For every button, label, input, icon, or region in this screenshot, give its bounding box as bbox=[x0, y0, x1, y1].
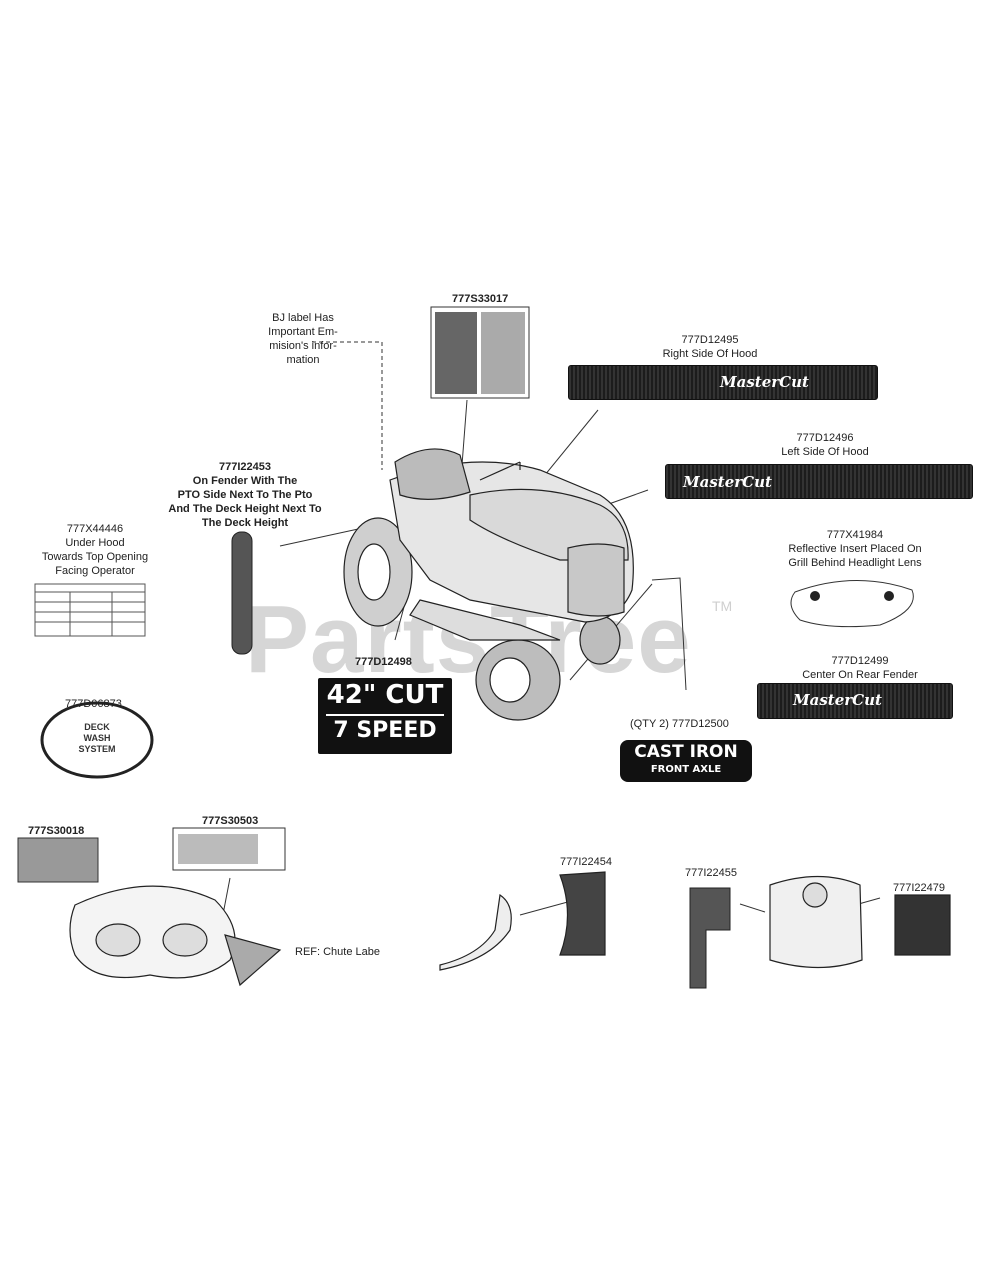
pn-777X44446: 777X44446 bbox=[66, 523, 124, 535]
fender-line-2: PTO Side Next To The Pto bbox=[177, 489, 313, 501]
fender-line-1: On Fender With The bbox=[192, 475, 298, 487]
engine-art bbox=[769, 875, 951, 969]
caption-777D12499: 777D12499 Center On Rear Fender bbox=[800, 654, 920, 682]
underhood-line-1: Under Hood bbox=[65, 537, 125, 549]
note-right-side-hood: Right Side Of Hood bbox=[662, 348, 758, 360]
reflective-line-2: Grill Behind Headlight Lens bbox=[788, 557, 922, 569]
leader-bj-label bbox=[312, 341, 383, 470]
pn-777D12499: 777D12499 bbox=[831, 655, 889, 667]
part-777I22479: 777I22479 bbox=[893, 882, 945, 894]
bj-line-2: Important Em- bbox=[268, 326, 338, 338]
leader-777S33017 bbox=[461, 399, 468, 466]
underhood-line-3: Facing Operator bbox=[55, 565, 135, 577]
decal-cast-iron: CAST IRON bbox=[634, 742, 738, 762]
pn-777X41984: 777X41984 bbox=[826, 529, 884, 541]
decal-777D12496 bbox=[665, 464, 973, 499]
note-rear-fender: Center On Rear Fender bbox=[802, 669, 918, 681]
caption-777X44446: 777X44446 Under Hood Towards Top Opening… bbox=[30, 522, 160, 578]
watermark-tm: TM bbox=[712, 598, 733, 614]
leader-777I22455 bbox=[739, 903, 766, 913]
part-777D12500: (QTY 2) 777D12500 bbox=[630, 718, 729, 730]
label-777S30503-inner bbox=[178, 834, 258, 864]
part-777S33017: 777S33017 bbox=[452, 293, 509, 305]
deck-wash-line-3: SYSTEM bbox=[78, 744, 116, 754]
pn-777I22453: 777I22453 bbox=[219, 461, 271, 473]
decal-777D12496-logo: MasterCut bbox=[683, 473, 772, 491]
part-777I22455: 777I22455 bbox=[685, 867, 737, 879]
leader-777D12500 bbox=[651, 577, 687, 691]
fender-line-4: The Deck Height bbox=[201, 517, 289, 529]
part-777I22454: 777I22454 bbox=[560, 856, 612, 868]
deck-wash-line-1: DECK bbox=[84, 722, 110, 732]
label-777I22455-art bbox=[689, 887, 731, 989]
part-777D06873: 777D06873 bbox=[65, 698, 122, 710]
decal-front-axle: FRONT AXLE bbox=[650, 764, 722, 775]
caption-777I22453: 777I22453 On Fender With The PTO Side Ne… bbox=[160, 460, 330, 530]
decal-777D06873-text: DECK WASH SYSTEM bbox=[65, 722, 129, 755]
part-777D12498: 777D12498 bbox=[355, 656, 412, 668]
label-777I22453-art bbox=[231, 531, 253, 655]
bj-line-3: mision's infor- bbox=[269, 340, 337, 352]
bj-line-4: mation bbox=[286, 354, 320, 366]
deck-wash-line-2: WASH bbox=[83, 733, 111, 743]
note-left-side-hood: Left Side Of Hood bbox=[781, 446, 869, 458]
reflective-line-1: Reflective Insert Placed On bbox=[788, 543, 922, 555]
underhood-line-2: Towards Top Opening bbox=[41, 551, 149, 563]
label-777S33017-art bbox=[430, 306, 530, 399]
decal-777D12500: CAST IRON FRONT AXLE bbox=[620, 740, 752, 782]
decal-42-cut: 42" CUT bbox=[326, 680, 444, 710]
leader-777I22454 bbox=[519, 899, 576, 916]
leader-777D12496 bbox=[605, 489, 649, 506]
decal-777D12498: 42" CUT 7 SPEED bbox=[318, 678, 452, 754]
label-777I22454-art bbox=[439, 871, 606, 971]
pn-777D12496: 777D12496 bbox=[796, 432, 854, 444]
label-777X41984-art bbox=[790, 580, 914, 628]
part-777S30018: 777S30018 bbox=[28, 825, 85, 837]
label-777S30018-art bbox=[17, 837, 99, 883]
decal-777D12499 bbox=[757, 683, 953, 719]
mower-deck-art bbox=[69, 885, 282, 987]
note-bj-label: BJ label Has Important Em- mision's info… bbox=[258, 311, 348, 367]
pn-777D12495: 777D12495 bbox=[681, 334, 739, 346]
label-777X44446-art bbox=[34, 583, 146, 637]
decal-777D12499-logo: MasterCut bbox=[793, 691, 882, 709]
caption-777X41984: 777X41984 Reflective Insert Placed On Gr… bbox=[770, 528, 940, 570]
label-777D06873-art bbox=[40, 701, 154, 779]
decal-777D12495-logo: MasterCut bbox=[720, 373, 809, 391]
bj-line-1: BJ label Has bbox=[272, 312, 334, 324]
tractor-illustration bbox=[343, 448, 634, 721]
note-chute: REF: Chute Labe bbox=[295, 946, 380, 958]
part-777S30503: 777S30503 bbox=[202, 815, 259, 827]
caption-777D12495: 777D12495 Right Side Of Hood bbox=[640, 333, 780, 361]
decal-7-speed: 7 SPEED bbox=[326, 714, 444, 746]
decal-777D12495 bbox=[568, 365, 878, 400]
fender-line-3: And The Deck Height Next To bbox=[168, 503, 322, 515]
caption-777D12496: 777D12496 Left Side Of Hood bbox=[760, 431, 890, 459]
